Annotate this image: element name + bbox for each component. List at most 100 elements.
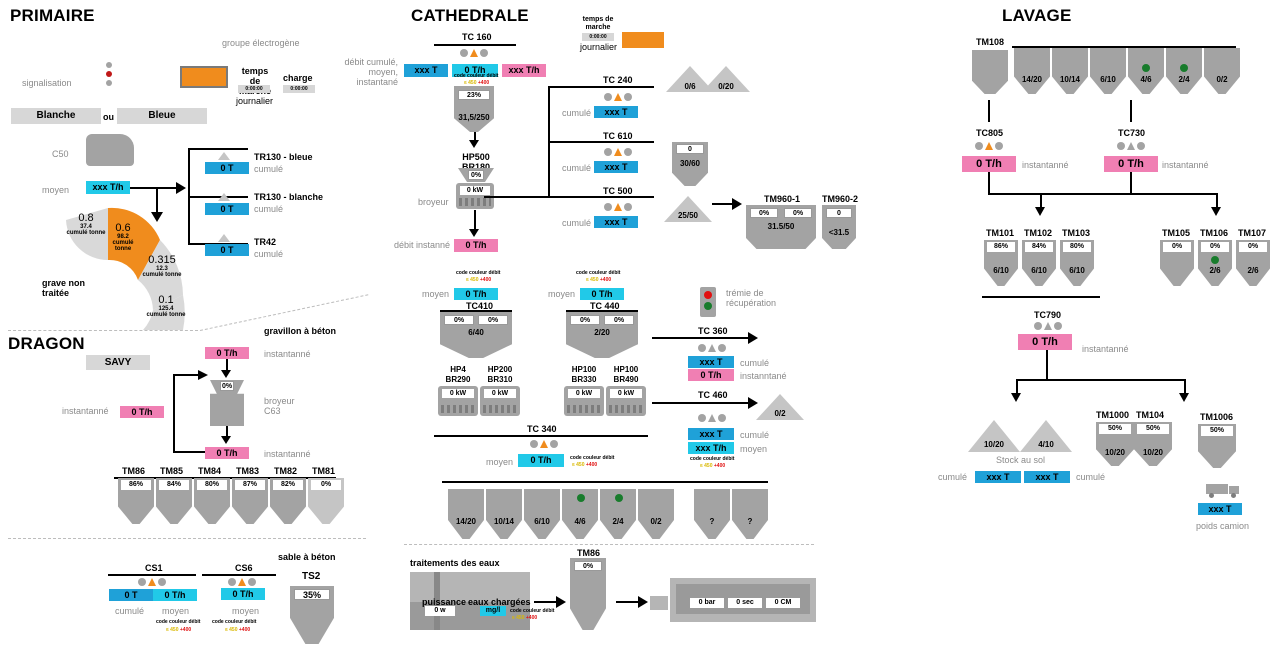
tm104-label: TM104	[1136, 410, 1165, 420]
g2-value: 2/6	[1209, 266, 1221, 275]
pile-0-2	[756, 394, 804, 420]
tc790-inst-label: instantanné	[1082, 344, 1129, 354]
lavage-cumule-label-1: cumulé	[938, 472, 968, 482]
dragon-inst-value: 0 T/h	[120, 406, 164, 418]
signalisation-label: signalisation	[22, 78, 72, 88]
eaux-lo: ≤ 450	[512, 615, 525, 621]
g1-value: 6/10	[1031, 266, 1047, 275]
g2-pct: 0%	[1163, 242, 1191, 252]
tm9602-pct: 0	[826, 208, 852, 218]
g1-pct: 86%	[987, 242, 1015, 252]
cs1-cumule: 0 T	[109, 589, 153, 601]
gravillon-inst-value: 0 T/h	[205, 347, 249, 359]
dragon-silo: 86%	[118, 478, 154, 524]
tc460-moyen-label: moyen	[740, 444, 768, 454]
pile-0-20-label: 0/20	[718, 82, 734, 91]
crusher-label: HP100 BR330	[571, 365, 597, 384]
water-treatment-unit	[410, 572, 530, 630]
cath-silo: ?	[694, 489, 730, 539]
cs1-cumule-label: cumulé	[115, 606, 145, 616]
tc360-cumule: xxx T	[688, 356, 734, 368]
tc730-inst-label: instantanné	[1162, 160, 1209, 170]
lavage-top-silo: 0/2	[1204, 48, 1240, 94]
dragon-silo: 82%	[270, 478, 306, 524]
dragon-silo-pct: 82%	[273, 480, 303, 490]
hp500-kw: 0 kW	[460, 186, 490, 195]
ts2-label: TS2	[302, 571, 321, 582]
cs6-label: CS6	[235, 563, 253, 573]
broyeur-c63-label: broyeur C63	[264, 396, 295, 416]
dragon-silo-pct: 87%	[235, 480, 265, 490]
cath-silo-label: 2/4	[612, 517, 624, 526]
c50-label: C50	[52, 149, 69, 159]
camion-label: poids camion	[1196, 521, 1250, 531]
dragon-silo-pct: 80%	[197, 480, 227, 490]
dragon-silo-label: TM82	[274, 466, 298, 476]
dragon-silo: 84%	[156, 478, 192, 524]
broyeur-out-label: instantanné	[264, 449, 311, 459]
tm960-pct2: 0%	[784, 208, 812, 218]
cath-temps-label: temps de marche	[582, 16, 614, 31]
tc160-inst: xxx T/h	[502, 64, 546, 77]
tc360-inst: 0 T/h	[688, 369, 734, 381]
tc610-cumule-label: cumulé	[562, 163, 592, 173]
tr42-value: 0 T	[205, 244, 249, 256]
crusher-kw: 0 kW	[442, 389, 474, 398]
dragon-silo-pct: 84%	[159, 480, 189, 490]
g1-label: TM102	[1024, 228, 1053, 238]
crusher-label: HP100 BR490	[613, 365, 639, 384]
tc410-value: 6/40	[468, 328, 484, 337]
bleue-button[interactable]: Bleue	[117, 108, 207, 124]
tc360-cumule-label: cumulé	[740, 358, 770, 368]
tr130-blanche-label: TR130 - blanche	[254, 192, 324, 202]
tc160-lo: ≤ 450	[464, 80, 477, 86]
gravillon-label: gravillon à béton	[264, 326, 337, 336]
tremie-light	[700, 287, 716, 317]
generator-icon	[180, 66, 228, 88]
tr42-label: TR42	[254, 237, 277, 247]
cs1-lo: ≤ 450	[166, 627, 179, 633]
g1-silo: 86%6/10	[984, 240, 1018, 286]
g2-pct: 0%	[1239, 242, 1267, 252]
cath-silo: 10/14	[486, 489, 522, 539]
blanche-button[interactable]: Blanche	[11, 108, 101, 124]
eaux-code: code couleur débit	[510, 608, 555, 614]
eaux-label: eaux chargées	[468, 597, 531, 607]
cs6-hi: +400	[238, 627, 251, 633]
pile-25-50-label: 25/50	[677, 211, 699, 220]
tc410-hi: +400	[479, 277, 492, 283]
tc460-cumule: xxx T	[688, 428, 734, 440]
dragon-silo-label: TM83	[236, 466, 260, 476]
tc440-hi: +400	[599, 277, 612, 283]
lavage-top-silo: 6/10	[1090, 48, 1126, 94]
tr42-cumule: cumulé	[254, 249, 284, 259]
tc410-label: TC410	[466, 301, 494, 311]
tm960-label: TM960-1	[764, 194, 801, 204]
tc790-value: 0 T/h	[1018, 334, 1072, 350]
lavage-top-label: 10/14	[1059, 75, 1081, 84]
tc500-cumule-label: cumulé	[562, 218, 592, 228]
pile-10-20-label: 10/20	[983, 440, 1005, 449]
pile-4-10-label: 4/10	[1038, 440, 1054, 449]
tc610-value: xxx T	[594, 161, 638, 173]
journalier-label: journalier	[236, 96, 274, 106]
g1-label: TM103	[1062, 228, 1091, 238]
cs6-lo: ≤ 450	[225, 627, 238, 633]
cath-temps-value: 0:00:00	[582, 33, 614, 41]
tr130-blanche-value: 0 T	[205, 203, 249, 215]
debit-label: débit cumulé, moyen, instantané	[344, 57, 398, 87]
cath-journalier: journalier	[580, 42, 618, 52]
hopper-value: 31,5/250	[458, 113, 490, 122]
cs1-moyen-label: moyen	[162, 606, 190, 616]
tm1006-silo: 50%	[1198, 424, 1236, 468]
tc360-label: TC 360	[698, 326, 728, 336]
cs6-moyen-label: moyen	[232, 606, 260, 616]
pile-0-20	[702, 66, 750, 92]
tm1000-silo: 50%10/20	[1096, 422, 1134, 466]
pile-10-20	[968, 420, 1020, 452]
dragon-silo-label: TM84	[198, 466, 222, 476]
crusher-c50-icon	[86, 134, 134, 166]
pile-25-50	[664, 196, 712, 222]
g2-silo: 0%2/6	[1236, 240, 1270, 286]
